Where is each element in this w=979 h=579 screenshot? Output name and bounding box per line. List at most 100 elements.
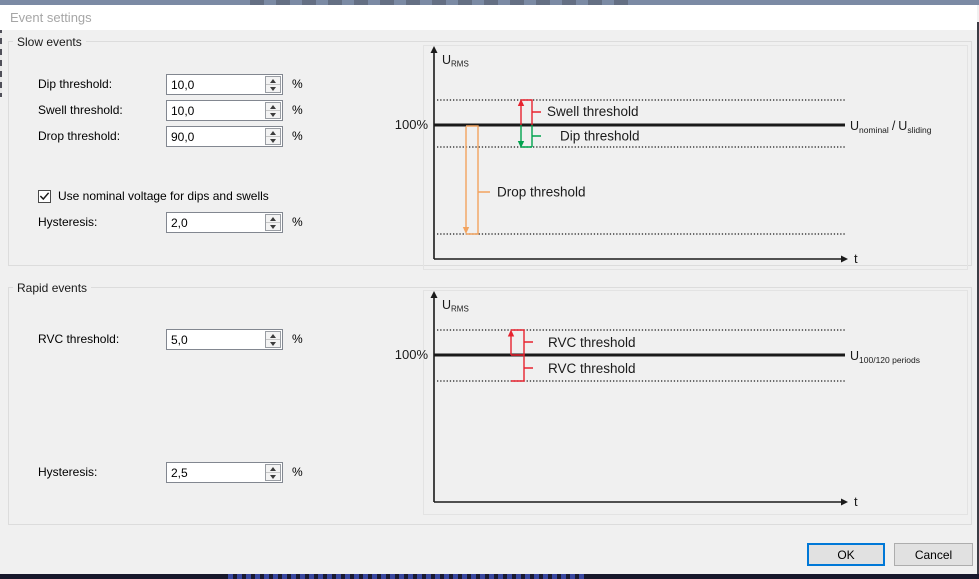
spin-up-button[interactable] [266, 77, 280, 85]
threshold-dotted-lines [437, 329, 845, 382]
spin-up-icon [270, 466, 276, 471]
up-arrow-icon [507, 329, 515, 337]
dip-threshold-input[interactable] [167, 75, 264, 94]
use-nominal-voltage-label: Use nominal voltage for dips and swells [58, 189, 269, 203]
spin-up-icon [270, 216, 276, 221]
underlying-window-top-marks [250, 0, 640, 5]
down-arrow-icon [517, 141, 525, 148]
swell-threshold-spinbox[interactable] [166, 100, 283, 121]
swell-annotation: Swell threshold [517, 99, 639, 125]
dip-threshold-label: Dip threshold: [38, 77, 113, 91]
dip-threshold-diagram-label: Dip threshold [560, 129, 640, 144]
drop-threshold-input[interactable] [167, 127, 264, 146]
swell-threshold-diagram-label: Swell threshold [547, 104, 639, 119]
y-axis-label: URMS [442, 298, 469, 314]
spin-down-icon [270, 224, 276, 229]
rvc-threshold-input[interactable] [167, 330, 264, 349]
cancel-button[interactable]: Cancel [894, 543, 973, 566]
rapid-hysteresis-spinbox[interactable] [166, 462, 283, 483]
rvc-lower-annotation: RVC threshold [511, 354, 636, 382]
x-axis-label: t [854, 494, 858, 509]
underlying-window-bottom-marks [228, 574, 584, 579]
spin-down-button[interactable] [266, 473, 280, 480]
ok-button[interactable]: OK [807, 543, 885, 566]
swell-threshold-unit: % [292, 103, 303, 117]
underlying-window-right-edge [977, 22, 979, 579]
slow-events-group-label: Slow events [13, 35, 86, 49]
spin-down-button[interactable] [266, 111, 280, 118]
swell-threshold-label: Swell threshold: [38, 103, 123, 117]
diagram-border [423, 45, 968, 270]
dialog-titlebar: Event settings [0, 5, 977, 30]
rvc-threshold-upper-label: RVC threshold [548, 335, 636, 350]
down-arrow-icon [462, 227, 470, 234]
spin-down-button[interactable] [266, 85, 280, 92]
axes [433, 296, 841, 503]
drop-threshold-diagram-label: Drop threshold [497, 185, 586, 200]
spin-down-icon [270, 474, 276, 479]
checkmark-icon [39, 192, 50, 201]
rapid-events-diagram: URMS 100% t U100/120 periods RVC thresho… [395, 290, 968, 515]
slow-hysteresis-input[interactable] [167, 213, 264, 232]
dip-threshold-spinbox[interactable] [166, 74, 283, 95]
swell-threshold-input[interactable] [167, 101, 264, 120]
spin-up-button[interactable] [266, 103, 280, 111]
spin-up-button[interactable] [266, 129, 280, 137]
spin-down-icon [270, 138, 276, 143]
spin-up-button[interactable] [266, 465, 280, 473]
rapid-hysteresis-unit: % [292, 465, 303, 479]
level-label: 100% [395, 347, 429, 362]
rvc-threshold-spinbox[interactable] [166, 329, 283, 350]
spin-down-icon [270, 341, 276, 346]
spin-down-button[interactable] [266, 223, 280, 230]
rapid-hysteresis-spinner [265, 464, 281, 481]
slow-hysteresis-spinbox[interactable] [166, 212, 283, 233]
y-axis-arrow-icon [430, 291, 438, 298]
dip-threshold-unit: % [292, 77, 303, 91]
spin-up-button[interactable] [266, 215, 280, 223]
use-nominal-voltage-checkbox[interactable] [38, 189, 51, 203]
spin-up-icon [270, 130, 276, 135]
swell-threshold-spinner [265, 102, 281, 119]
slow-hysteresis-label: Hysteresis: [38, 215, 98, 229]
underlying-window-left-marks [0, 5, 2, 97]
spin-up-button[interactable] [266, 332, 280, 340]
spin-down-icon [270, 86, 276, 91]
drop-threshold-spinbox[interactable] [166, 126, 283, 147]
slow-events-groupbox: Slow events [8, 35, 972, 266]
spin-down-button[interactable] [266, 137, 280, 144]
spin-up-icon [270, 104, 276, 109]
slow-hysteresis-unit: % [292, 215, 303, 229]
drop-threshold-spinner [265, 128, 281, 145]
rapid-hysteresis-label: Hysteresis: [38, 465, 98, 479]
rvc-threshold-spinner [265, 331, 281, 348]
spin-down-button[interactable] [266, 340, 280, 347]
rapid-hysteresis-input[interactable] [167, 463, 264, 482]
rvc-threshold-lower-label: RVC threshold [548, 361, 636, 376]
slow-hysteresis-spinner [265, 214, 281, 231]
drop-threshold-unit: % [292, 129, 303, 143]
threshold-dotted-lines [437, 99, 845, 235]
rvc-threshold-unit: % [292, 332, 303, 346]
axes [433, 51, 841, 260]
use-nominal-voltage-checkbox-row[interactable]: Use nominal voltage for dips and swells [38, 188, 269, 204]
dip-annotation: Dip threshold [517, 125, 640, 148]
dip-threshold-spinner [265, 76, 281, 93]
dialog-title: Event settings [10, 10, 92, 25]
rapid-events-group-label: Rapid events [13, 281, 92, 295]
x-axis-arrow-icon [841, 498, 848, 506]
rvc-upper-annotation: RVC threshold [507, 329, 636, 355]
reference-label: U100/120 periods [850, 349, 920, 365]
rvc-threshold-label: RVC threshold: [38, 332, 120, 346]
spin-up-icon [270, 333, 276, 338]
y-axis-arrow-icon [430, 46, 438, 53]
drop-threshold-label: Drop threshold: [38, 129, 121, 143]
diagram-border [423, 290, 968, 515]
up-arrow-icon [517, 99, 525, 106]
slow-events-diagram: URMS 100% t Unominal/Usliding Swell thre… [395, 45, 968, 270]
level-label: 100% [395, 117, 429, 132]
x-axis-arrow-icon [841, 255, 848, 263]
rapid-events-groupbox: Rapid events [8, 281, 972, 525]
spin-up-icon [270, 78, 276, 83]
